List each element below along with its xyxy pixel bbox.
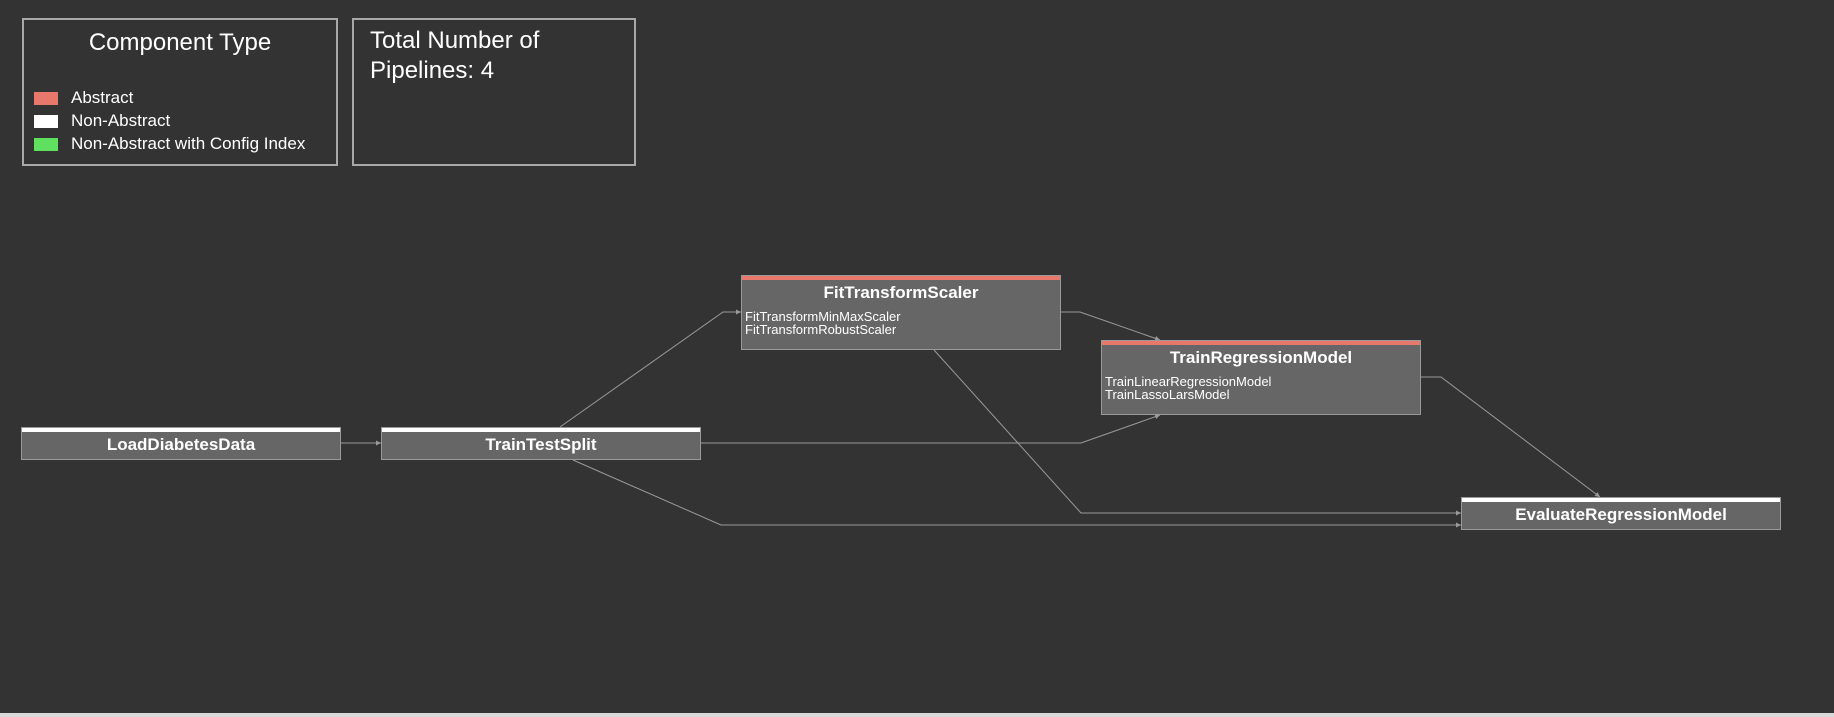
edge-fit-to-eval [933,349,1461,516]
node-title: EvaluateRegressionModel [1515,505,1727,524]
node-implementation: FitTransformMinMaxScaler [745,309,901,324]
edge-split-to-eval [572,459,1461,528]
component-type-legend: Component Type Abstract Non-Abstract Non… [22,18,338,166]
node-implementation: FitTransformRobustScaler [745,322,897,337]
node-type-bar-non-abstract [1462,498,1780,502]
legend-item-non-abstract: Non-Abstract [34,111,170,131]
edge-train-to-eval [1421,376,1601,498]
node-implementation: TrainLinearRegressionModel [1105,374,1272,389]
edge-fit-to-train [1061,311,1161,341]
legend-label: Non-Abstract [71,111,171,130]
legend-swatch-config-index [34,137,58,151]
bottom-border [0,713,1834,717]
node-type-bar-abstract [742,276,1060,280]
node-title: LoadDiabetesData [106,435,256,454]
node-load-diabetes-data[interactable]: LoadDiabetesData [21,427,341,460]
legend-label: Abstract [71,88,134,107]
legend-swatch-non-abstract [34,114,58,128]
node-title: TrainRegressionModel [1169,348,1353,367]
legend-item-config-index: Non-Abstract with Config Index [34,134,305,154]
node-title: FitTransformScaler [823,283,979,302]
pipeline-count-panel: Total Number of Pipelines: 4 [352,18,636,166]
legend-item-abstract: Abstract [34,88,133,108]
node-title: TrainTestSplit [485,435,597,454]
node-type-bar-non-abstract [22,428,340,432]
node-implementation: TrainLassoLarsModel [1105,387,1230,402]
node-fit-transform-scaler[interactable]: FitTransformScaler FitTransformMinMaxSca… [741,275,1061,350]
node-train-regression-model[interactable]: TrainRegressionModel TrainLinearRegressi… [1101,340,1421,415]
pipeline-count-text: Total Number of Pipelines: 4 [370,27,540,84]
edge-split-to-train [701,414,1161,444]
node-type-bar-abstract [1102,341,1420,345]
edge-split-to-fit [559,309,741,428]
legend-swatch-abstract [34,91,58,105]
node-type-bar-non-abstract [382,428,700,432]
legend-title: Component Type [88,29,272,56]
node-train-test-split[interactable]: TrainTestSplit [381,427,701,460]
legend-label: Non-Abstract with Config Index [71,134,306,153]
node-evaluate-regression-model[interactable]: EvaluateRegressionModel [1461,497,1781,530]
